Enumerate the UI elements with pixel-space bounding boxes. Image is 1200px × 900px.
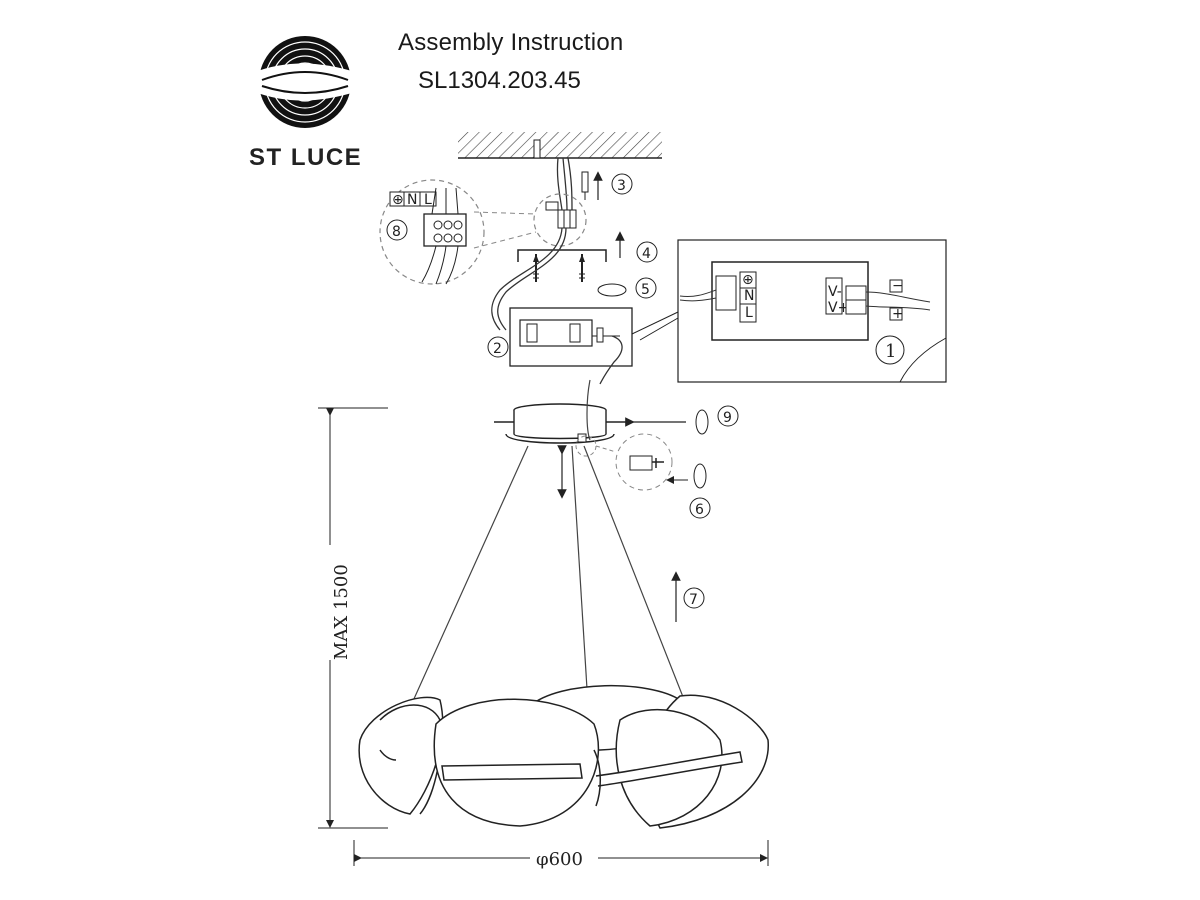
diameter-dimension-label: φ600: [536, 849, 583, 870]
screw-arrows: [557, 171, 709, 622]
neutral-label: N: [407, 192, 417, 208]
callout-1: 1: [875, 335, 905, 365]
callout-9: 9: [717, 405, 739, 427]
wall-plug: [533, 139, 589, 200]
callout-markers: 1 2 3 4 5 6 7 8: [386, 173, 905, 609]
driver-ground-symbol: ⊕: [742, 272, 754, 288]
height-dimension: MAX 1500: [318, 407, 388, 829]
callout-7-label: 7: [689, 592, 698, 608]
height-dimension-label: MAX 1500: [331, 564, 352, 660]
ground-symbol: ⊕: [392, 192, 404, 208]
callout-2: 2: [487, 336, 509, 358]
callout-3-label: 3: [617, 178, 626, 194]
callout-4: 4: [636, 241, 658, 263]
wire-minus-label: −: [892, 278, 904, 294]
callout-2-label: 2: [493, 341, 502, 357]
diameter-dimension: φ600: [353, 840, 769, 870]
driver-vminus-label: V-: [828, 284, 842, 300]
callout-9-label: 9: [723, 410, 732, 426]
driver-neutral-label: N: [744, 288, 754, 304]
callout-5: 5: [635, 277, 657, 299]
driver-input-wires: [491, 227, 567, 331]
brand-logo: [255, 36, 355, 128]
callout-7: 7: [683, 587, 705, 609]
led-driver-box: [509, 307, 633, 385]
canopy: [494, 403, 626, 444]
callout-6-label: 6: [695, 502, 704, 518]
luminaire-body: [358, 684, 769, 829]
mains-wires: [556, 157, 573, 211]
detail-circle-screw: [575, 433, 707, 491]
callout-5-label: 5: [641, 282, 650, 298]
driver-live-label: L: [745, 305, 753, 321]
ceiling: [458, 132, 662, 159]
callout-1-label: 1: [885, 341, 896, 362]
model-number: SL1304.203.45: [418, 67, 581, 94]
document-title: Assembly Instruction: [398, 29, 624, 56]
driver-vplus-label: V+: [828, 300, 849, 316]
callout-8: 8: [386, 219, 408, 241]
callout-8-label: 8: [392, 224, 401, 240]
wire-plus-label: +: [892, 306, 904, 322]
callout-4-label: 4: [642, 246, 651, 262]
ceiling-bracket: [517, 249, 607, 282]
detail-circle-terminal: ⊕ N L: [379, 179, 587, 285]
live-label: L: [424, 192, 432, 208]
terminal-block: [545, 201, 577, 229]
brand-name: ST LUCE: [249, 144, 363, 171]
callout-3: 3: [611, 173, 633, 195]
callout-6: 6: [689, 497, 711, 519]
